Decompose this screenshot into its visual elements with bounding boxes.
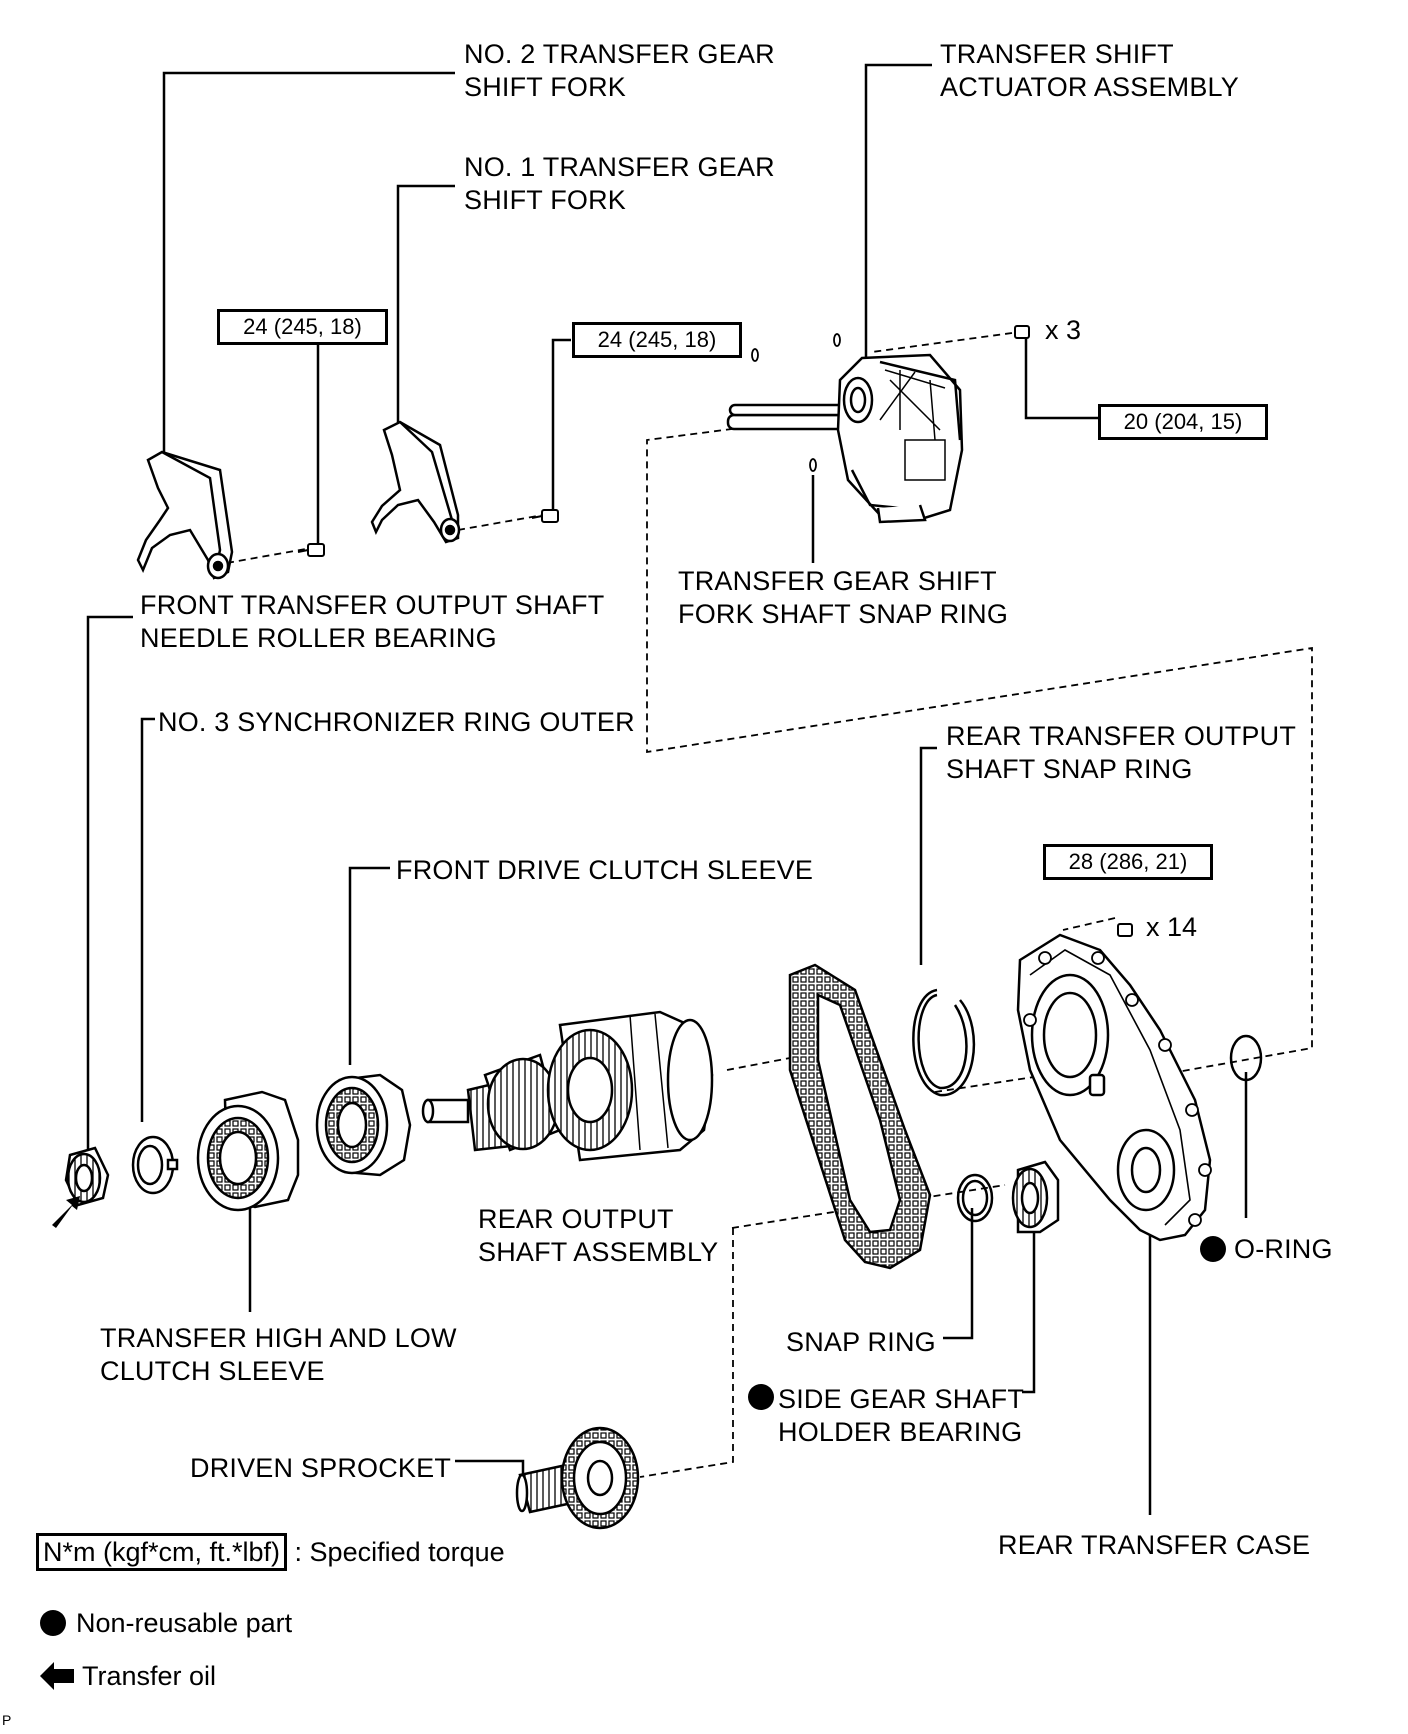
legend-torque-text: : Specified torque bbox=[294, 1537, 505, 1567]
label-o-ring: O-RING bbox=[1234, 1234, 1333, 1264]
side-gear-bearing bbox=[1011, 1160, 1060, 1234]
label-actuator-assembly: TRANSFER SHIFT ACTUATOR ASSEMBLY bbox=[940, 39, 1239, 102]
non-reusable-dot-o-ring bbox=[1200, 1236, 1226, 1262]
label-rear-output-shaft: REAR OUTPUT SHAFT ASSEMBLY bbox=[478, 1204, 719, 1267]
torque-fork1-bolt: 24 (245, 18) bbox=[572, 322, 742, 358]
label-side-gear-bearing: SIDE GEAR SHAFT HOLDER BEARING bbox=[778, 1384, 1025, 1447]
label-rear-output-snap-ring: REAR TRANSFER OUTPUT SHAFT SNAP RING bbox=[946, 721, 1297, 784]
snap-ring bbox=[956, 1173, 994, 1223]
label-front-needle-bearing: FRONT TRANSFER OUTPUT SHAFT NEEDLE ROLLE… bbox=[140, 590, 605, 653]
rear-transfer-case bbox=[1016, 933, 1212, 1242]
actuator-assembly bbox=[726, 353, 964, 524]
snap-ring-clips bbox=[751, 333, 841, 472]
figure-code: P bbox=[2, 1712, 12, 1728]
rear-output-shaft bbox=[421, 1010, 714, 1162]
driven-sprocket bbox=[515, 1426, 640, 1530]
legend-torque: N*m (kgf*cm, ft.*lbf) : Specified torque bbox=[36, 1533, 505, 1571]
legend-transfer-oil: Transfer oil bbox=[82, 1661, 217, 1691]
label-sync-ring: NO. 3 SYNCHRONIZER RING OUTER bbox=[158, 707, 635, 737]
leader-lines bbox=[86, 63, 1248, 1515]
legend-arrow-icon bbox=[40, 1662, 74, 1690]
torque-case-bolt: 28 (286, 21) bbox=[1043, 844, 1213, 880]
no1-shift-fork bbox=[370, 420, 461, 544]
transfer-oil-arrow bbox=[52, 1196, 80, 1228]
label-no2-shift-fork: NO. 2 TRANSFER GEAR SHIFT FORK bbox=[464, 39, 775, 102]
label-driven-sprocket: DRIVEN SPROCKET bbox=[190, 1453, 452, 1483]
o-ring-part bbox=[1229, 1034, 1263, 1082]
label-front-drive-sleeve: FRONT DRIVE CLUTCH SLEEVE bbox=[396, 855, 814, 885]
front-needle-bearing bbox=[64, 1146, 110, 1207]
fork1-bolt bbox=[531, 509, 559, 523]
non-reusable-dot-side-gear-bearing bbox=[748, 1384, 774, 1410]
legend-dot-icon bbox=[40, 1610, 66, 1636]
legend-non-reusable: Non-reusable part bbox=[76, 1608, 293, 1638]
legend-torque-box: N*m (kgf*cm, ft.*lbf) bbox=[36, 1533, 288, 1571]
rear-output-snap-ring bbox=[912, 988, 975, 1097]
actuator-bolt bbox=[1014, 325, 1030, 339]
synchronizer-ring bbox=[131, 1135, 179, 1195]
label-fork-shaft-snap-ring: TRANSFER GEAR SHIFT FORK SHAFT SNAP RING bbox=[678, 566, 1009, 629]
multiplier-actuator-bolt: x 3 bbox=[1045, 315, 1082, 345]
label-high-low-sleeve: TRANSFER HIGH AND LOW CLUTCH SLEEVE bbox=[100, 1323, 457, 1386]
label-snap-ring: SNAP RING bbox=[786, 1327, 936, 1357]
torque-fork2-bolt: 24 (245, 18) bbox=[217, 309, 388, 345]
label-rear-transfer-case: REAR TRANSFER CASE bbox=[998, 1530, 1311, 1560]
label-no1-shift-fork: NO. 1 TRANSFER GEAR SHIFT FORK bbox=[464, 152, 775, 215]
front-drive-sleeve bbox=[315, 1073, 412, 1177]
drive-chain bbox=[788, 963, 932, 1270]
torque-actuator-bolt: 20 (204, 15) bbox=[1098, 404, 1268, 440]
multiplier-case-bolt: x 14 bbox=[1146, 912, 1198, 942]
no2-shift-fork bbox=[136, 450, 234, 580]
fork2-bolt bbox=[297, 543, 325, 557]
case-bolt bbox=[1117, 923, 1133, 937]
high-low-sleeve bbox=[196, 1090, 300, 1212]
